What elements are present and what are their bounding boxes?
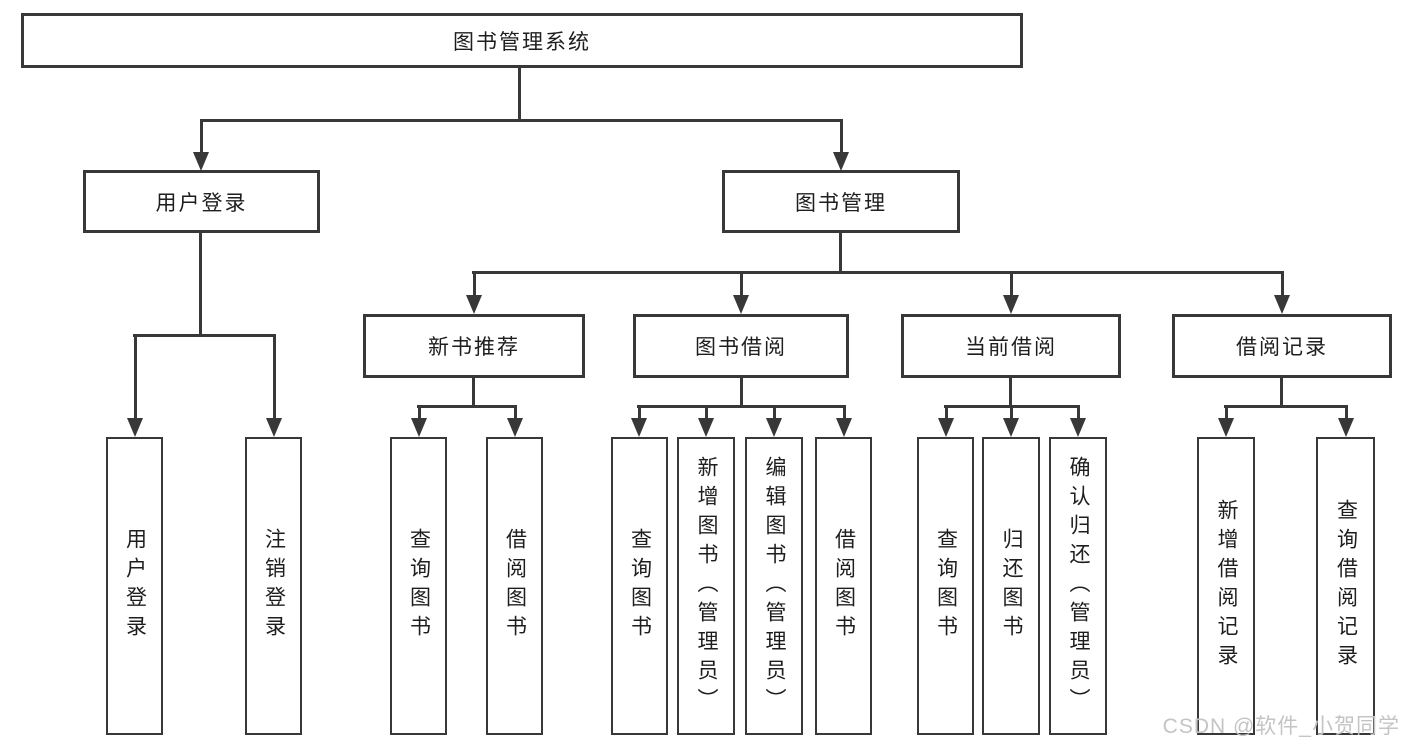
arrow-to-borrow-record (1274, 271, 1290, 314)
node-book-borrow: 图书借阅 (633, 314, 849, 378)
watermark-text: CSDN @软件_小贺同学 (1162, 715, 1400, 738)
node-cb-return-books-label: 归还图书 (1000, 528, 1024, 644)
arrow-to-book-management (833, 119, 849, 171)
node-book-management-label: 图书管理 (795, 191, 887, 215)
connector-root-stem (518, 68, 521, 121)
node-br-query-record-label: 查询借阅记录 (1334, 499, 1358, 673)
connector-new-book-recommend-stem (472, 378, 475, 407)
node-root-label: 图书管理系统 (453, 30, 591, 54)
node-bb-query-books: 查询图书 (611, 437, 668, 735)
arrow-to-user-login (193, 119, 209, 171)
node-borrow-record-label: 借阅记录 (1236, 336, 1328, 359)
arrow-nr-borrow-books (507, 405, 523, 437)
node-cb-confirm-return-admin: 确认归还（管理员） (1049, 437, 1107, 735)
connector-user-login-stem (199, 233, 202, 336)
arrow-cb-confirm-return (1070, 405, 1086, 437)
node-cb-confirm-return-admin-label: 确认归还（管理员） (1067, 455, 1091, 717)
arrow-to-logout (266, 334, 282, 437)
arrow-br-query-record (1338, 405, 1354, 437)
arrow-bb-add-books (698, 405, 714, 437)
node-cb-query-books: 查询图书 (917, 437, 974, 735)
connector-current-borrow-stem (1009, 378, 1012, 407)
connector-book-management-split (472, 271, 1284, 274)
connector-borrow-record-split (1224, 405, 1348, 408)
node-bb-add-books-admin: 新增图书（管理员） (677, 437, 735, 735)
connector-new-book-recommend-split (417, 405, 517, 408)
arrow-bb-query-books (631, 405, 647, 437)
arrow-to-new-book-recommend (466, 271, 482, 314)
arrow-bb-edit-books (766, 405, 782, 437)
node-book-borrow-label: 图书借阅 (695, 336, 787, 359)
connector-book-management-stem (839, 233, 842, 273)
node-borrow-record: 借阅记录 (1172, 314, 1392, 378)
node-login-label: 用户登录 (123, 528, 147, 644)
arrow-to-current-borrow (1003, 271, 1019, 314)
node-bb-add-books-admin-label: 新增图书（管理员） (695, 455, 719, 717)
node-cb-return-books: 归还图书 (982, 437, 1040, 735)
arrow-nr-query-books (411, 405, 427, 437)
node-login: 用户登录 (106, 437, 163, 735)
arrow-cb-query-books (938, 405, 954, 437)
node-bb-edit-books-admin-label: 编辑图书（管理员） (763, 455, 787, 717)
node-nr-borrow-books-label: 借阅图书 (503, 528, 527, 644)
node-logout: 注销登录 (245, 437, 302, 735)
node-nr-query-books-label: 查询图书 (407, 528, 431, 644)
connector-user-login-split (133, 334, 275, 337)
node-current-borrow-label: 当前借阅 (965, 336, 1057, 359)
node-nr-borrow-books: 借阅图书 (486, 437, 543, 735)
node-cb-query-books-label: 查询图书 (934, 528, 958, 644)
node-bb-query-books-label: 查询图书 (628, 528, 652, 644)
node-bb-borrow-books: 借阅图书 (815, 437, 872, 735)
arrow-to-book-borrow (733, 271, 749, 314)
node-bb-borrow-books-label: 借阅图书 (832, 528, 856, 644)
node-user-login-label: 用户登录 (155, 191, 248, 215)
connector-borrow-record-stem (1280, 378, 1283, 407)
arrow-cb-return-books (1003, 405, 1019, 437)
arrow-to-login (127, 334, 143, 437)
node-root: 图书管理系统 (21, 13, 1023, 68)
node-new-book-recommend: 新书推荐 (363, 314, 585, 378)
arrow-br-add-record (1218, 405, 1234, 437)
connector-book-borrow-stem (740, 378, 743, 407)
node-bb-edit-books-admin: 编辑图书（管理员） (745, 437, 803, 735)
connector-root-split (200, 119, 843, 122)
node-br-add-record: 新增借阅记录 (1197, 437, 1255, 735)
node-current-borrow: 当前借阅 (901, 314, 1121, 378)
node-book-management: 图书管理 (722, 170, 960, 233)
node-nr-query-books: 查询图书 (390, 437, 447, 735)
node-new-book-recommend-label: 新书推荐 (428, 336, 520, 359)
arrow-bb-borrow-books (836, 405, 852, 437)
node-br-query-record: 查询借阅记录 (1316, 437, 1375, 735)
node-user-login: 用户登录 (83, 170, 320, 233)
node-br-add-record-label: 新增借阅记录 (1215, 499, 1239, 673)
connector-book-borrow-split (637, 405, 846, 408)
node-logout-label: 注销登录 (262, 528, 286, 644)
